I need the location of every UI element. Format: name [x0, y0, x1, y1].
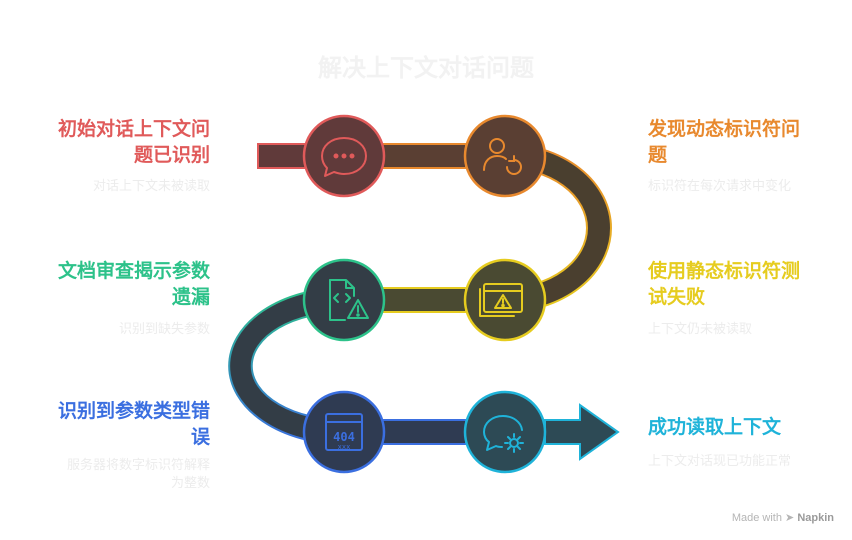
- chat-gear-icon: [483, 415, 524, 453]
- track-segment-3: [381, 419, 467, 445]
- step-3-desc: 识别到缺失参数: [118, 322, 210, 337]
- step-3-label: 文档审查揭示参数 遗漏: [57, 260, 210, 308]
- step-2-desc: 标识符在每次请求中变化: [648, 179, 792, 194]
- node-4: [463, 258, 547, 342]
- node-3: [302, 258, 386, 342]
- node-2: [463, 114, 547, 198]
- step-1-desc: 对话上下文未被读取: [92, 179, 210, 194]
- step-6-desc: 上下文对话现已功能正常: [648, 454, 792, 469]
- node-6: [463, 390, 547, 474]
- chat-bubble-icon: [321, 137, 367, 177]
- track-segment-1: [381, 143, 467, 169]
- step-6-label: 成功读取上下文: [648, 416, 782, 438]
- error-404-icon: [325, 413, 363, 451]
- user-refresh-icon: [483, 138, 522, 175]
- track-end-arrow: [544, 403, 620, 461]
- error-404-text: 404: [333, 430, 355, 444]
- step-1-label: 初始对话上下文问 题已识别: [57, 118, 210, 166]
- flow-track: [228, 142, 620, 461]
- track-segment-2: [381, 287, 467, 313]
- error-stars-text: xxx: [338, 443, 351, 451]
- step-5-label: 识别到参数类型错 误: [57, 400, 210, 448]
- step-4-desc: 上下文仍未被读取: [648, 322, 753, 337]
- code-file-warning-icon: [329, 279, 369, 321]
- page-title: 解决上下文对话问题: [318, 54, 534, 82]
- node-5: 404 xxx: [302, 390, 386, 474]
- node-1: [302, 114, 386, 198]
- window-warning-icon: [479, 283, 523, 317]
- step-4-label: 使用静态标识符测 试失败: [648, 260, 801, 308]
- step-2-label: 发现动态标识符问 题: [648, 118, 801, 166]
- napkin-logo-icon: ➤: [785, 512, 795, 524]
- napkin-credit[interactable]: Made with ➤ Napkin: [731, 512, 834, 524]
- step-5-desc: 服务器将数字标识符解释 为整数: [66, 458, 210, 491]
